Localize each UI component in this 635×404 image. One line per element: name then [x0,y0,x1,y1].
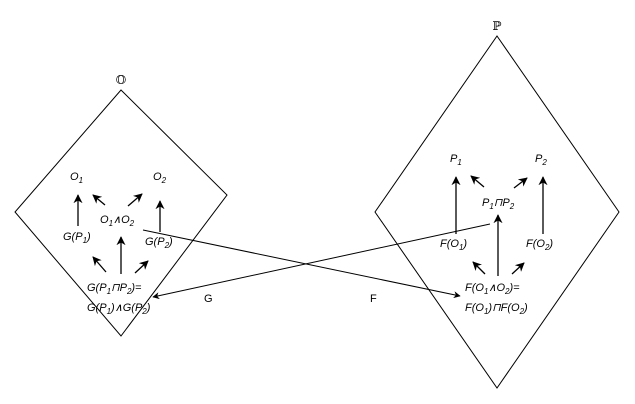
p-arrow-fmeet-to-fo2 [511,262,525,275]
p-arrow-fmeet-to-fo1 [472,261,486,275]
p-arrow-meet-to-p2 [513,177,528,189]
g-map-arrow [152,223,491,300]
g-p1-label: G(P1) [63,231,91,245]
o-arrow-gmeet-to-gp1 [92,256,107,273]
o1-meet-o2-label: O1∧O2 [100,214,135,228]
g-p2-label: G(P2) [145,236,173,250]
f-map-arrow [142,229,461,299]
g-meet-line2-label: G(P1)∧G(P2) [87,302,151,316]
f-map-label: F [370,293,377,305]
g-map-label: G [204,293,213,305]
o1-label: O1 [70,171,83,185]
p1-label: P1 [450,153,462,167]
f-meet-line1-label: F(O1∧O2)= [465,282,520,296]
o-arrow-gmeet-to-gp2 [134,260,149,274]
o2-label: O2 [153,171,167,185]
p1-meet-p2-label: P1⊓P2 [482,197,515,211]
f-o1-label: F(O1) [440,238,467,252]
o-arrow-meet-to-o1 [92,194,106,206]
p2-label: P2 [535,153,547,167]
o-poset-symbol: 𝕆 [116,73,126,87]
p-arrow-meet-to-p1 [470,175,485,188]
p-poset: ℙ P1 P2 P1⊓P2 F(O1) F(O2) F(O1∧O2)= F(O1… [374,19,620,389]
f-o2-label: F(O2) [526,238,553,252]
p-poset-symbol: ℙ [492,19,501,33]
o-poset-diamond [14,89,228,337]
f-meet-line2-label: F(O1)⊓F(O2) [465,302,528,316]
p-poset-diamond [374,35,620,389]
o-poset: 𝕆 O1 O2 O1∧O2 G(P1) G(P2) G(P1⊓P2)= G(P1… [14,73,228,337]
g-meet-line1-label: G(P1⊓P2)= [87,282,142,296]
o-arrow-meet-to-o2 [127,193,143,207]
